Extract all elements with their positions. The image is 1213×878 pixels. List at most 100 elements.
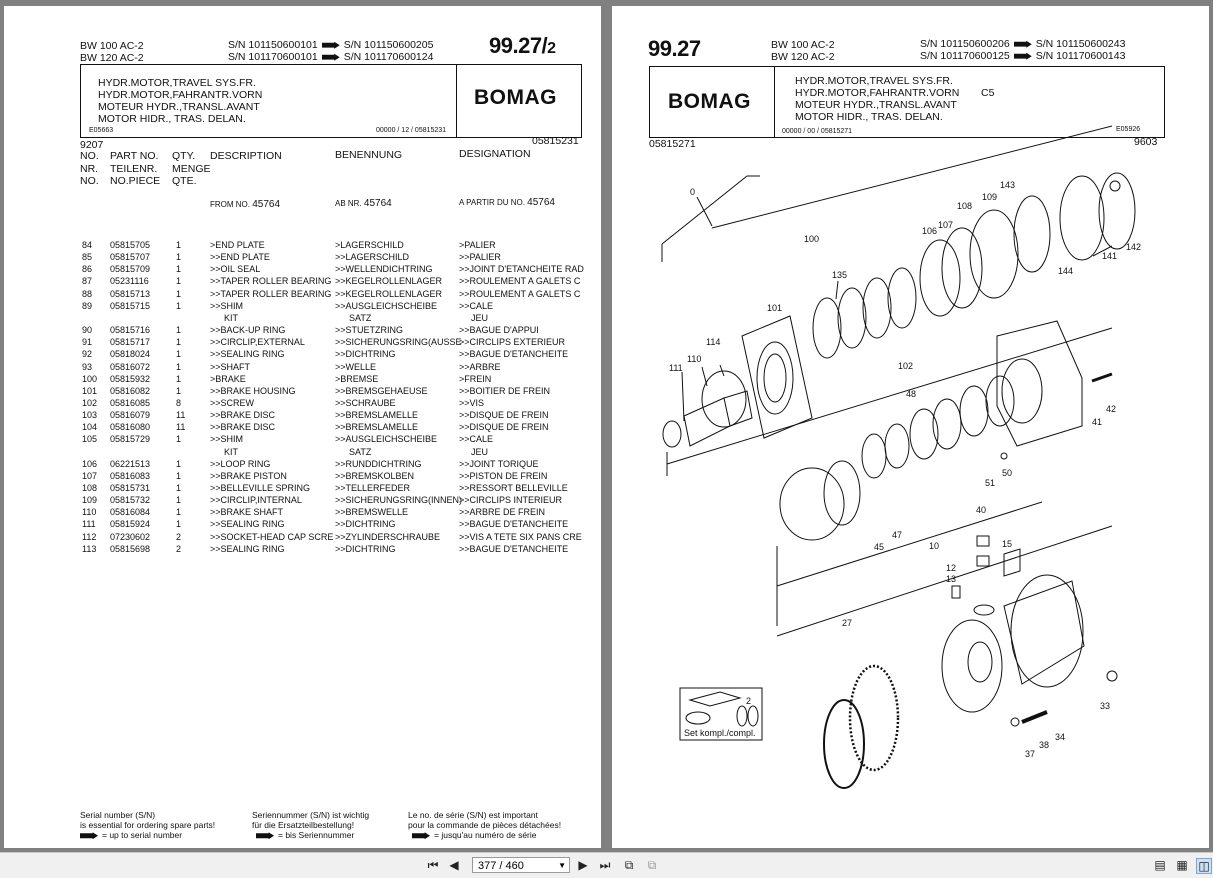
leader-0 [696, 196, 713, 227]
part-benennung: >>BREMSLAMELLE [335, 422, 419, 433]
kit-gasket [688, 691, 742, 707]
callout-label: 144 [1058, 266, 1073, 276]
part-number: 05815705 [110, 240, 151, 250]
part-designation: >>BAGUE D'ETANCHEITE [459, 349, 569, 360]
seal-ring-114 [701, 370, 747, 428]
grid-ref: C5 [981, 87, 995, 99]
title-en: HYDR.MOTOR,TRAVEL SYS.FR. [98, 77, 256, 89]
part-designation: >>CALE [459, 434, 494, 445]
logo-box [649, 66, 775, 138]
part-benennung: >>KEGELROLLENLAGER [335, 276, 443, 287]
brake-disc-103 [862, 277, 892, 339]
chevron-down-icon[interactable]: ▼ [558, 861, 566, 870]
piston-47 [823, 460, 861, 526]
continuous-icon[interactable]: ▦ [1176, 858, 1188, 872]
part-quantity: 1 [176, 361, 182, 372]
page-number-input[interactable]: 377 / 460▼ [472, 857, 570, 873]
part-item-number: 105 [82, 434, 98, 445]
callout-label: 37 [1025, 749, 1035, 759]
single-page-icon[interactable]: ▤ [1154, 858, 1166, 872]
part-number: 07230602 [110, 531, 151, 542]
part-benennung: >>WELLE [335, 361, 377, 372]
callout-label: 106 [922, 226, 937, 236]
ring-51 [861, 433, 887, 479]
kit-inset-box [679, 687, 763, 741]
next-page-icon[interactable]: ▶ [578, 858, 588, 872]
callout-label: 51 [985, 478, 995, 488]
part-item-number: 113 [82, 543, 97, 554]
part-item-number: 91 [82, 337, 93, 348]
prev-page-icon[interactable]: ◀ [449, 858, 459, 872]
belleville-spring-108 [969, 209, 1019, 299]
part-quantity: 1 [176, 385, 182, 396]
two-page-icon[interactable]: ◫ [1196, 858, 1212, 874]
screw-34 [1021, 710, 1048, 724]
last-page-icon[interactable]: ⏭ [599, 857, 611, 872]
callout-label: 108 [957, 201, 972, 211]
callout-label: 15 [1002, 539, 1012, 549]
part-benennung: SATZ [349, 312, 372, 323]
viewer-toolbar: ⏮ ◀ 377 / 460▼ ▶ ⏭ ⧉ ⧉ ▤ ▦ ◫ [0, 852, 1213, 878]
fit-width-icon[interactable]: ⧉ [647, 857, 657, 872]
model-line-2: BW 120 AC-2 [80, 52, 144, 64]
part-description: >>SEALING RING [210, 543, 285, 554]
part-number: 05815924 [110, 519, 151, 530]
callout-label: 34 [1055, 732, 1065, 742]
shaft-spline [723, 390, 753, 427]
left-document-page: BW 100 AC-2 BW 120 AC-2 S/N 101150600101… [4, 6, 601, 848]
bomag-logo: BOMAG [474, 86, 557, 109]
model-line-1: BW 100 AC-2 [80, 40, 144, 52]
part-number: 05815729 [110, 434, 151, 445]
first-page-icon[interactable]: ⏮ [427, 857, 439, 872]
date-code: 9603 [1134, 136, 1158, 148]
model-line-1: BW 100 AC-2 [771, 39, 835, 51]
title-de: HYDR.MOTOR,FAHRANTR.VORN [98, 89, 263, 101]
part-item-number: 107 [82, 470, 98, 481]
header-part: PART NO.TEILENR.NO.PIECE [110, 150, 161, 187]
part-benennung: >>TELLERFEDER [335, 483, 411, 493]
part-item-number: 101 [82, 385, 98, 396]
part-benennung: >>SICHERUNGSRING(INNEN) [335, 495, 463, 506]
part-number: 05815707 [110, 252, 151, 263]
boundary-line [661, 175, 760, 245]
callout-label: 142 [1126, 242, 1141, 252]
part-quantity: 1 [176, 458, 182, 469]
part-benennung: >>RUNDDICHTRING [335, 458, 422, 469]
footer-en: Serial number (S/N)is essential for orde… [80, 810, 216, 840]
part-13 [976, 555, 990, 567]
kit-ring-a [736, 705, 748, 727]
part-benennung: >>KEGELROLLENLAGER [335, 288, 443, 299]
part-benennung: >>STUETZRING [335, 325, 404, 336]
part-item-number: 108 [82, 483, 98, 493]
circlip-143 [1059, 175, 1105, 261]
part-benennung: >>WELLENDICHTRING [335, 264, 433, 275]
callout-label: 2 [746, 696, 751, 706]
part-benennung: >>AUSGLEICHSCHEIBE [335, 434, 438, 445]
part-benennung: >>DICHTRING [335, 519, 396, 530]
part-quantity: 2 [176, 531, 182, 542]
callout-label: 47 [892, 530, 902, 540]
part-benennung: >>BREMSKOLBEN [335, 470, 415, 481]
part-designation: >>VIS [459, 397, 485, 408]
part-designation: >>VIS A TETE SIX PANS CRE [459, 531, 582, 542]
part-number: 05816083 [110, 470, 151, 481]
part-item-number: 92 [82, 349, 93, 360]
part-number: 05816079 [110, 410, 151, 421]
part-description: >>SCREW [210, 397, 255, 408]
fit-page-icon[interactable]: ⧉ [624, 857, 634, 872]
